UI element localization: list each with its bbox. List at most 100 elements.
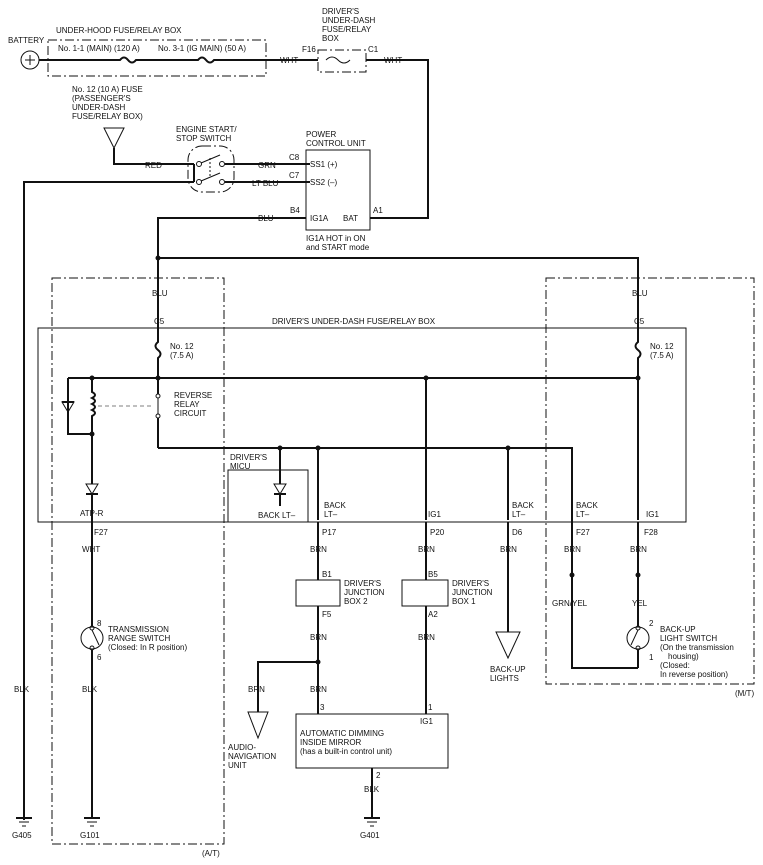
engine-switch-icon [187,145,235,193]
grn-wire-label: GRN [258,161,276,170]
driver-micu [227,469,309,523]
ground-g401-icon [364,817,380,827]
c8-pin: C8 [289,153,300,162]
ig1a-pin: IG1A [310,214,329,223]
f27-left-pin: F27 [94,528,108,537]
b4-pin: B4 [290,206,300,215]
svg-text:BACK: BACK [512,501,534,510]
driver-underdash-fuse-relay-box [37,327,687,523]
svg-text:STOP SWITCH: STOP SWITCH [176,134,231,143]
a1-pin: A1 [373,206,383,215]
svg-text:TRANSMISSION: TRANSMISSION [108,625,169,634]
brn-p20-label: BRN [418,545,435,554]
junction-box-2 [295,579,341,607]
pcu-title: POWER CONTROL UNIT [306,130,366,148]
svg-text:LT–: LT– [512,510,526,519]
backup-lights-label: BACK-UP LIGHTS [490,665,526,683]
reverse-relay-label: REVERSE RELAY CIRCUIT [174,391,212,418]
junction-box-1 [401,579,449,607]
svg-text:DRIVER'S: DRIVER'S [452,579,489,588]
svg-text:(has a built-in control unit): (has a built-in control unit) [300,747,392,756]
backup-light-switch-icon [626,626,650,650]
grn-yel-label: GRN/YEL [552,599,588,608]
svg-text:BOX 2: BOX 2 [344,597,368,606]
svg-text:and START mode: and START mode [306,243,370,252]
ltblu-wire-label: LT BLU [252,179,279,188]
svg-text:NAVIGATION: NAVIGATION [228,752,276,761]
trs-pin-8: 8 [97,619,102,628]
blu-left-label: BLU [152,289,168,298]
svg-text:INSIDE MIRROR: INSIDE MIRROR [300,738,362,747]
svg-text:JUNCTION: JUNCTION [452,588,493,597]
battery-label: BATTERY [8,36,45,45]
svg-text:POWER: POWER [306,130,336,139]
junction-box-1-label: DRIVER'S JUNCTION BOX 1 [452,579,493,606]
svg-text:BACK-UP: BACK-UP [660,625,696,634]
junction-box-2-label: DRIVER'S JUNCTION BOX 2 [344,579,385,606]
yel-label: YEL [632,599,648,608]
relay-coil-icon [89,378,96,434]
mirror-label: AUTOMATIC DIMMING INSIDE MIRROR (has a b… [300,729,392,756]
g405-label: G405 [12,831,32,840]
bls-pin-1: 1 [649,653,654,662]
fuse-right-label: No. 12 (7.5 A) [650,342,674,360]
ig1-f28-label: IG1 [646,510,659,519]
underhood-box-title: UNDER-HOOD FUSE/RELAY BOX [56,26,182,35]
back-lt-p17-label: BACK LT– [324,501,346,519]
mirror-pin-3: 3 [320,703,325,712]
brn-mirror-label: BRN [310,685,327,694]
blk-left-label: BLK [14,685,30,694]
svg-text:CIRCUIT: CIRCUIT [174,409,207,418]
svg-text:LT–: LT– [576,510,590,519]
engine-start-stop-label: ENGINE START/ STOP SWITCH [176,125,237,143]
svg-text:AUTOMATIC DIMMING: AUTOMATIC DIMMING [300,729,384,738]
svg-text:No. 12: No. 12 [650,342,674,351]
ss1-pin: SS1 (+) [310,160,338,169]
mirror-pin-1: 1 [428,703,433,712]
svg-text:MICU: MICU [230,462,251,471]
mt-label: (M/T) [735,689,754,698]
svg-text:ENGINE START/: ENGINE START/ [176,125,237,134]
transmission-range-switch-icon [80,626,104,650]
svg-text:DRIVER'S: DRIVER'S [230,453,267,462]
red-wire-label: RED [145,161,162,170]
mirror-pin-2: 2 [376,771,381,780]
fuse-ig-main-label: No. 3-1 (IG MAIN) (50 A) [158,44,246,53]
f28-pin: F28 [644,528,658,537]
c5-right-pin: C5 [634,317,645,326]
c5-left-pin: C5 [154,317,165,326]
svg-text:BOX 1: BOX 1 [452,597,476,606]
svg-text:UNDER-DASH: UNDER-DASH [322,16,376,25]
b5-pin: B5 [428,570,438,579]
trs-pin-6: 6 [97,653,102,662]
blk-g401-label: BLK [364,785,380,794]
underhood-fuse-box [47,39,267,77]
d6-pin: D6 [512,528,523,537]
blu-wire-label: BLU [258,214,274,223]
svg-text:IG1A HOT in ON: IG1A HOT in ON [306,234,366,243]
p20-pin: P20 [430,528,445,537]
ss2-pin: SS2 (–) [310,178,337,187]
back-lt-d6-label: BACK LT– [512,501,534,519]
transmission-range-switch-label: TRANSMISSION RANGE SWITCH (Closed: In R … [108,625,187,652]
b1-pin: B1 [322,570,332,579]
a2-pin: A2 [428,610,438,619]
svg-text:No. 12: No. 12 [170,342,194,351]
brn-av-label: BRN [248,685,265,694]
g401-label: G401 [360,831,380,840]
svg-text:RANGE SWITCH: RANGE SWITCH [108,634,170,643]
audio-navigation-unit-label: AUDIO- NAVIGATION UNIT [228,743,276,770]
fuse-left-label: No. 12 (7.5 A) [170,342,194,360]
ground-g101-icon [84,817,100,827]
svg-text:DRIVER'S: DRIVER'S [322,7,359,16]
svg-text:(Closed:: (Closed: [660,661,690,670]
bat-pin: BAT [343,214,358,223]
at-enclosure [51,277,225,845]
back-lt-f27-label: BACK LT– [576,501,598,519]
fuse-12-source-label: No. 12 (10 A) FUSE (PASSENGER'S UNDER-DA… [72,85,143,121]
wht-wire-label-2: WHT [384,56,402,65]
ig1-p20-label: IG1 [428,510,441,519]
micu-label: DRIVER'S MICU [230,453,267,471]
f5-pin: F5 [322,610,332,619]
mirror-ig1-label: IG1 [420,717,433,726]
